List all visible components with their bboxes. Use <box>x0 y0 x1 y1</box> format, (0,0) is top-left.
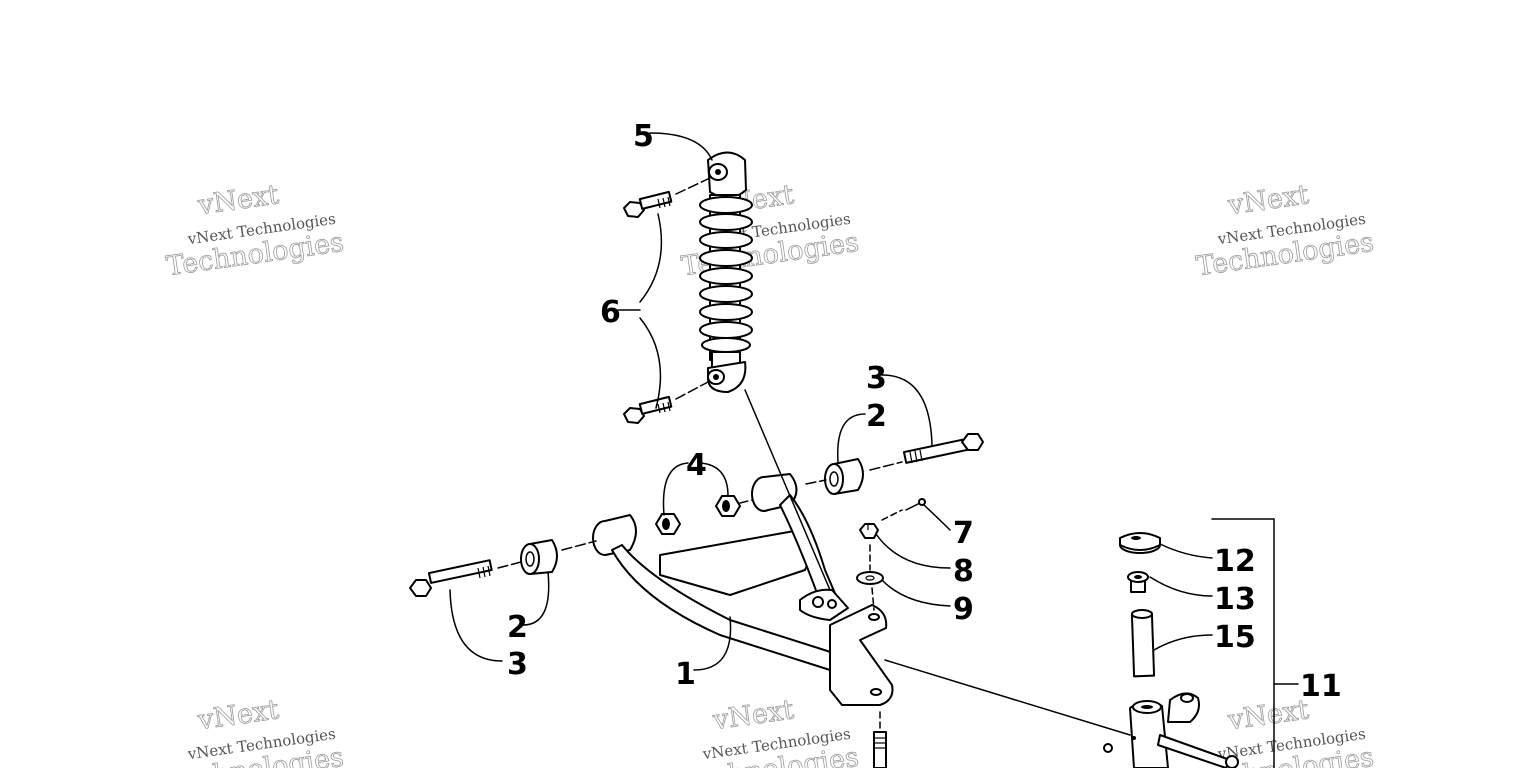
leader-lines <box>449 132 1213 671</box>
svg-text:vNext: vNext <box>195 179 281 221</box>
watermark: vNext vNext Technologies Technologies <box>1194 179 1376 283</box>
svg-text:vNext: vNext <box>195 694 281 736</box>
pivot-bolt-left <box>409 559 493 597</box>
a-arm <box>592 473 894 706</box>
callout-2-lower: 2 <box>507 610 528 645</box>
spindle <box>1103 692 1239 769</box>
shock-absorber <box>699 151 753 393</box>
svg-text:vNext: vNext <box>1225 694 1311 736</box>
callout-11: 11 <box>1300 669 1342 704</box>
spindle-cap <box>1119 532 1161 554</box>
callout-9: 9 <box>953 592 974 627</box>
bushing-right <box>824 458 864 495</box>
watermark: vNext vNext Technologies Technologies <box>679 694 861 773</box>
watermark: vNext vNext Technologies Technologies <box>164 179 346 283</box>
callout-3-lower: 3 <box>507 647 528 682</box>
callout-8: 8 <box>953 554 974 589</box>
callout-4: 4 <box>686 448 707 483</box>
pivot-bolt-right <box>902 433 984 464</box>
callout-1: 1 <box>675 657 696 692</box>
callout-2-upper: 2 <box>866 399 887 434</box>
spindle-sleeve <box>1130 609 1156 678</box>
shock-bolt-upper <box>623 190 673 218</box>
watermark: vNext vNext Technologies Technologies <box>164 694 346 773</box>
callout-5: 5 <box>633 119 654 154</box>
callout-7: 7 <box>953 516 974 551</box>
callout-15: 15 <box>1214 620 1256 655</box>
svg-text:vNext: vNext <box>1225 179 1311 221</box>
lock-nut-left <box>655 513 681 535</box>
lock-nut-right <box>715 495 741 517</box>
callout-12: 12 <box>1214 544 1256 579</box>
watermark: vNext vNext Technologies Technologies <box>679 179 861 283</box>
cotter-pin <box>905 498 926 511</box>
assembly-bracket <box>1211 518 1275 769</box>
shock-bolt-lower <box>623 395 673 424</box>
bushing-left <box>520 539 558 575</box>
callout-13: 13 <box>1214 582 1256 617</box>
callout-6: 6 <box>600 295 621 330</box>
spindle-bushing <box>1127 571 1149 593</box>
washer <box>856 571 884 585</box>
ball-joint-stud <box>873 711 887 769</box>
castle-nut <box>859 523 879 539</box>
coil-spring <box>699 196 753 353</box>
callout-3-upper: 3 <box>866 361 887 396</box>
svg-text:vNext: vNext <box>710 694 796 736</box>
